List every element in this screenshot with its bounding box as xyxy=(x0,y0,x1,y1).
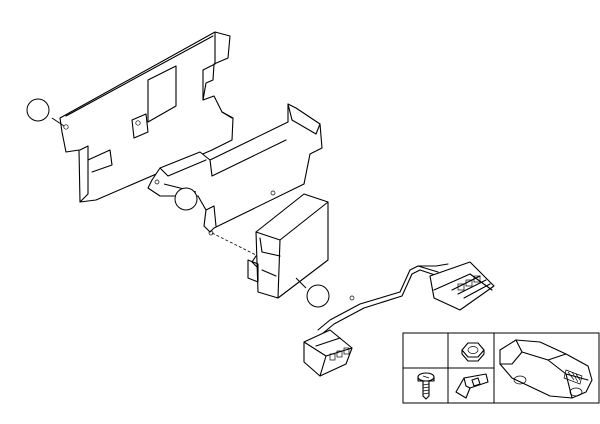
callout-2 xyxy=(163,183,198,211)
callout-1 xyxy=(26,98,65,127)
screw-icon xyxy=(417,372,435,400)
control-unit xyxy=(247,193,329,299)
lower-mounting-bracket xyxy=(147,103,323,236)
callout-3 xyxy=(295,277,330,308)
vehicle-silhouette-icon xyxy=(499,339,593,399)
wiring-harness xyxy=(303,261,495,377)
spring-nut-icon xyxy=(455,373,489,399)
hex-nut-icon xyxy=(461,342,485,362)
assembly-line xyxy=(211,232,263,259)
